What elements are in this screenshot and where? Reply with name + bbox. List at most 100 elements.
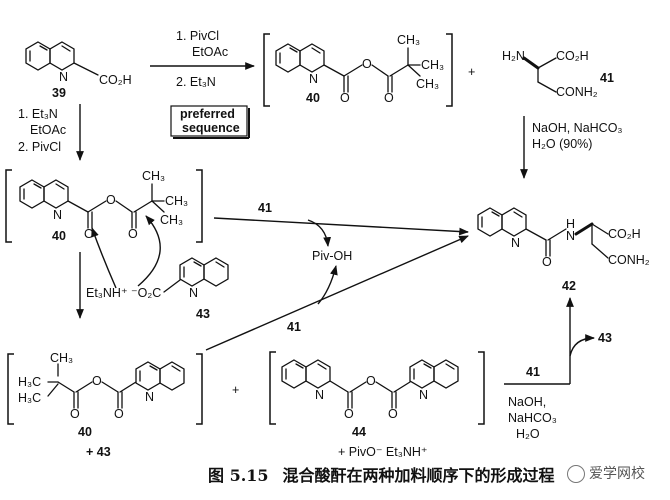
compound-40-middle: N O O O CH₃ CH₃ CH₃ 40: [5, 169, 203, 243]
compound-label-43: 43: [196, 307, 210, 321]
svg-text:O: O: [384, 91, 394, 105]
svg-text:O: O: [128, 227, 138, 241]
piv-oh-label: Piv-OH: [312, 249, 352, 263]
diagonal-reagent-41: 41: [287, 320, 301, 334]
plus-43: + 43: [86, 445, 111, 459]
mechanism-arrow-1: [91, 227, 117, 289]
figure-caption: 图 5.15 混合酸酐在两种加料顺序下的形成过程: [0, 458, 670, 488]
svg-text:CH₃: CH₃: [50, 351, 73, 365]
svg-text:O: O: [106, 193, 116, 207]
svg-text:N: N: [53, 208, 62, 222]
amide-nh: H: [566, 217, 575, 231]
svg-text:O: O: [70, 407, 80, 421]
acid-group: CO₂H: [556, 49, 589, 63]
counterion-label: Et₃NH⁺ ⁻O₂C: [86, 286, 161, 300]
quinoline-ring: N: [477, 207, 527, 250]
top-reaction-arrow: 1. PivCl EtOAc 2. Et₃N preferred sequenc…: [150, 29, 255, 139]
svg-text:CH₃: CH₃: [142, 169, 165, 183]
amine-group: H₂N: [502, 49, 525, 63]
compound-40-top: N O O O CH₃ CH₃ CH₃ 40: [263, 33, 453, 107]
left-step2: 2. PivCl: [18, 140, 61, 154]
svg-text:CH₃: CH₃: [165, 194, 188, 208]
svg-text:O: O: [366, 374, 376, 388]
ring-nitrogen: N: [59, 70, 68, 84]
right-solvent: H₂O (90%): [532, 137, 592, 151]
methyl-1: CH₃: [397, 33, 420, 47]
svg-text:CH₃: CH₃: [160, 213, 183, 227]
compound-41: H₂N CO₂H CONH₂ 41: [502, 49, 614, 99]
middle-reagent-41: 41: [258, 201, 272, 215]
bottom-right-arrow: 43 41 NaOH, NaHCO₃ H₂O: [504, 297, 612, 441]
svg-text:N: N: [309, 72, 318, 86]
compound-39: N CO₂H 39: [25, 41, 132, 100]
compound-43-anion: Et₃NH⁺ ⁻O₂C N 43: [86, 257, 229, 321]
svg-text:H₃C: H₃C: [18, 375, 41, 389]
plus-bottom-middle: +: [232, 383, 239, 397]
right-reagents: NaOH, NaHCO₃: [532, 121, 623, 135]
compound-label-44: 44: [352, 425, 366, 439]
top-step2: 2. Et₃N: [176, 75, 216, 89]
byproduct-43: 43: [598, 331, 612, 345]
svg-text:H₃C: H₃C: [18, 391, 41, 405]
wechat-icon: [567, 465, 585, 483]
compound-label-39: 39: [52, 86, 66, 100]
svg-text:O: O: [340, 91, 350, 105]
amide-n: N: [566, 229, 575, 243]
svg-text:N: N: [189, 286, 198, 300]
right-vertical-arrow: NaOH, NaHCO₃ H₂O (90%): [520, 116, 623, 179]
svg-text:O: O: [542, 255, 552, 269]
middle-arrow: 41 Piv-OH: [213, 201, 469, 305]
svg-text:O: O: [362, 57, 372, 71]
mechanism-arrow-2: [137, 215, 161, 287]
caption-text: 混合酸酐在两种加料顺序下的形成过程: [282, 466, 555, 485]
svg-text:N: N: [145, 390, 154, 404]
compound-40-bottom: CH₃ H₃C H₃C O O O N 40: [7, 351, 203, 439]
caption-number: 图 5.15: [208, 466, 269, 485]
svg-text:O: O: [114, 407, 124, 421]
compound-label-42: 42: [562, 279, 576, 293]
quinoline-ring: N: [275, 43, 325, 86]
top-step1-solvent: EtOAc: [192, 45, 228, 59]
bottom-reagent-nahco3: NaHCO₃: [508, 411, 557, 425]
compound-label-40-top: 40: [306, 91, 320, 105]
bottom-reagent-naoh: NaOH,: [508, 395, 546, 409]
methyl-3: CH₃: [416, 77, 439, 91]
amide-group: CONH₂: [556, 85, 598, 99]
left-vertical-arrow: 1. Et₃N EtOAc 2. PivCl: [18, 104, 84, 161]
plus-top: +: [468, 65, 475, 79]
preferred-label: preferred: [180, 107, 235, 121]
svg-text:O: O: [84, 227, 94, 241]
compound-label-40-bottom: 40: [78, 425, 92, 439]
diagonal-arrow: 41: [205, 235, 469, 351]
svg-text:O: O: [344, 407, 354, 421]
top-step1: 1. PivCl: [176, 29, 219, 43]
svg-text:N: N: [511, 236, 520, 250]
quinoline-ring: N: [409, 359, 459, 402]
svg-text:N: N: [315, 388, 324, 402]
svg-text:O: O: [388, 407, 398, 421]
compound-label-41: 41: [600, 71, 614, 85]
methyl-2: CH₃: [421, 58, 444, 72]
quinoline-ring: N: [179, 257, 229, 300]
compound-label-40-middle: 40: [52, 229, 66, 243]
product-acid: CO₂H: [608, 227, 641, 241]
left-step1-solvent: EtOAc: [30, 123, 66, 137]
left-step1: 1. Et₃N: [18, 107, 58, 121]
watermark: 爱学网校: [567, 463, 645, 483]
quinoline-ring: N: [281, 359, 331, 402]
quinoline-ring: N: [25, 41, 75, 84]
compound-42: N O H N CO₂H CONH₂ 42: [477, 207, 650, 293]
svg-text:O: O: [92, 374, 102, 388]
carboxyl-group: CO₂H: [99, 73, 132, 87]
sequence-label: sequence: [182, 121, 240, 135]
preferred-sequence-box: [170, 105, 248, 137]
svg-text:N: N: [419, 388, 428, 402]
pivalate-salt: + PivO⁻ Et₃NH⁺: [338, 445, 427, 459]
watermark-text: 爱学网校: [589, 466, 645, 482]
compound-44: N O O O N 44: [269, 351, 485, 439]
product-amide: CONH₂: [608, 253, 650, 267]
bottom-reagent-41: 41: [526, 365, 540, 379]
bottom-reagent-water: H₂O: [516, 427, 540, 441]
quinoline-ring: N: [135, 361, 185, 404]
